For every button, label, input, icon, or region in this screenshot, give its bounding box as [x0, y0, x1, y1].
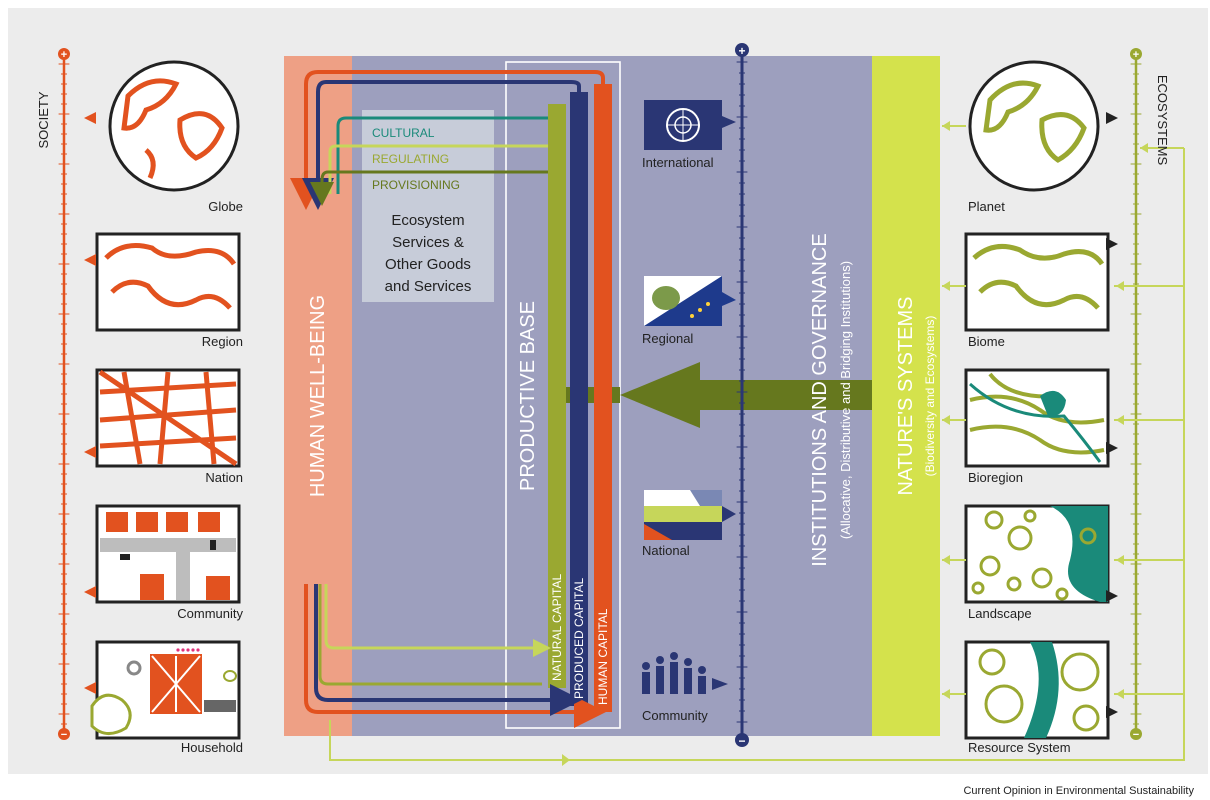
journal-credit: Current Opinion in Environmental Sustain… — [963, 785, 1194, 797]
regional-flag-icon — [644, 276, 736, 326]
ecosystems-axis: + − — [1130, 48, 1142, 741]
scale-label-landscape: Landscape — [968, 606, 1032, 621]
svg-text:−: − — [1133, 729, 1139, 741]
gov-label-regional: Regional — [642, 331, 693, 346]
produced-capital-bar — [570, 92, 588, 706]
natures-systems-title: NATURE'S SYSTEMS — [895, 296, 917, 495]
svg-text:−: − — [738, 734, 745, 748]
biome-map-icon — [964, 232, 1110, 332]
service-label-cultural: CULTURAL — [372, 126, 435, 140]
scale-label-biome: Biome — [968, 334, 1005, 349]
human-capital-bar — [594, 84, 612, 712]
national-flag-icon — [644, 490, 736, 540]
svg-text:+: + — [738, 44, 745, 58]
un-flag-icon — [644, 100, 736, 150]
gov-label-community: Community — [642, 708, 708, 723]
natures-systems-subtitle: (Biodiversity and Ecosystems) — [923, 316, 937, 477]
institutions-title: INSTITUTIONS AND GOVERNANCE — [809, 233, 831, 566]
ecosystem-services-box — [362, 110, 494, 302]
society-axis-label: SOCIETY — [36, 91, 51, 148]
globe-icon — [108, 60, 240, 192]
community-block-icon — [95, 504, 241, 604]
services-box-line-2: Services & — [392, 234, 464, 251]
natures-systems-band — [872, 56, 940, 736]
service-flows — [310, 116, 548, 206]
natural-capital-label: NATURAL CAPITAL — [550, 574, 564, 681]
investment-flows — [318, 584, 551, 686]
ecosystem-arrowheads — [562, 121, 1148, 766]
ecosystems-scale — [1130, 63, 1142, 725]
landscape-patches-icon — [964, 504, 1110, 604]
institutions-subtitle: (Allocative, Distributive and Bridging I… — [838, 261, 853, 539]
bioregion-contour-icon — [964, 368, 1110, 468]
scale-label-bioregion: Bioregion — [968, 470, 1023, 485]
society-axis: + − — [58, 48, 70, 741]
scale-label-planet: Planet — [968, 199, 1005, 214]
scale-label-household: Household — [181, 740, 243, 755]
nation-streets-icon — [95, 368, 241, 468]
services-box-line-1: Ecosystem — [391, 212, 464, 229]
scale-label-community: Community — [177, 606, 243, 621]
ecosystem-link-arrows — [329, 125, 1185, 761]
human-wellbeing-title: HUMAN WELL-BEING — [307, 295, 329, 497]
community-people-icon — [642, 652, 728, 694]
scale-label-nation: Nation — [205, 470, 243, 485]
produced-capital-label: PRODUCED CAPITAL — [572, 578, 586, 699]
scale-label-resource-system: Resource System — [968, 740, 1071, 755]
gov-label-national: National — [642, 543, 690, 558]
ecosystems-axis-label: ECOSYSTEMS — [1155, 75, 1170, 166]
scale-label-globe: Globe — [208, 199, 243, 214]
planet-icon — [968, 60, 1100, 192]
services-box-line-3: Other Goods — [385, 256, 471, 273]
society-scale — [58, 63, 70, 725]
natural-capital-bar — [548, 104, 566, 688]
service-label-regulating: REGULATING — [372, 152, 449, 166]
region-map-icon — [95, 232, 241, 332]
scale-label-region: Region — [202, 334, 243, 349]
governance-scale: + − — [735, 43, 749, 748]
gov-label-international: International — [642, 155, 714, 170]
services-box-line-4: and Services — [385, 278, 472, 295]
productive-base-title: PRODUCTIVE BASE — [517, 301, 539, 491]
human-capital-label: HUMAN CAPITAL — [596, 608, 610, 705]
governance-scale — [736, 61, 748, 723]
household-plot-icon — [90, 640, 241, 740]
svg-text:+: + — [61, 49, 67, 61]
svg-text:+: + — [1133, 49, 1139, 61]
resource-system-icon — [964, 640, 1110, 740]
service-label-provisioning: PROVISIONING — [372, 178, 460, 192]
capital-flows-top — [290, 70, 605, 210]
svg-text:−: − — [61, 729, 67, 741]
capital-flows-bottom — [304, 584, 606, 728]
